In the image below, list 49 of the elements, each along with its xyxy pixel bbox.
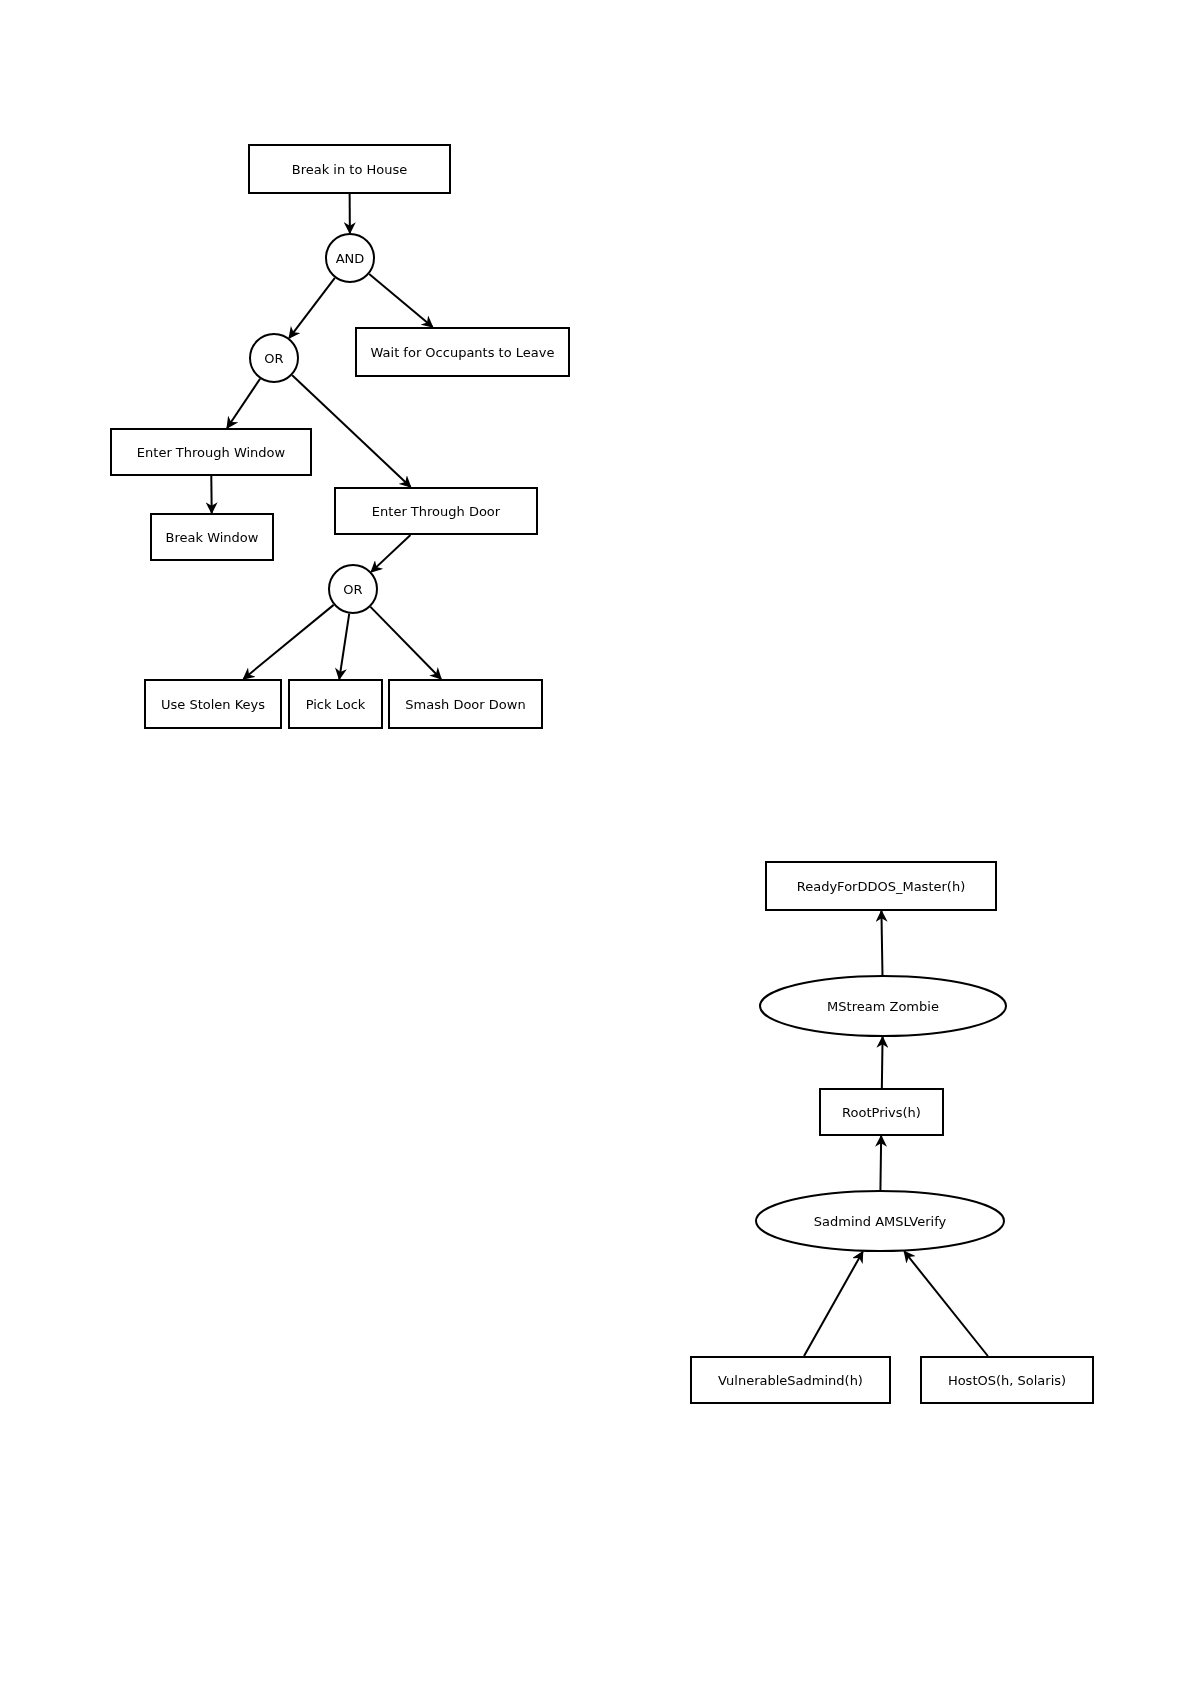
process-box <box>690 1356 891 1404</box>
node-label: RootPrivs(h) <box>842 1104 921 1120</box>
arrow <box>288 276 336 340</box>
arrow <box>903 1250 989 1357</box>
node-label: Pick Lock <box>305 696 366 712</box>
process-box <box>288 679 383 729</box>
process-box <box>765 861 997 911</box>
process-box <box>920 1356 1094 1404</box>
node-label: Enter Through Window <box>136 444 286 460</box>
gate-circle <box>249 333 299 383</box>
node-label: ReadyForDDOS_Master(h) <box>796 878 966 894</box>
node-label: Use Stolen Keys <box>160 696 265 712</box>
process-box <box>144 679 282 729</box>
arrow <box>876 1035 889 1089</box>
arrow <box>242 603 335 680</box>
process-box <box>355 327 570 377</box>
arrow <box>291 374 412 488</box>
gate-circle <box>328 564 378 614</box>
process-box <box>819 1088 944 1136</box>
process-box <box>110 428 312 476</box>
arrow <box>205 475 218 515</box>
node-label: HostOS(h, Solaris) <box>947 1372 1067 1388</box>
arrow <box>875 909 888 976</box>
node-label: Sadmind AMSLVerify <box>813 1213 947 1229</box>
arrow <box>875 1134 887 1191</box>
node-label: Enter Through Door <box>371 503 501 519</box>
process-box <box>248 144 451 194</box>
node-label: OR <box>343 581 363 597</box>
process-box <box>334 487 538 535</box>
node-label: Break in to House <box>291 161 408 177</box>
arrow <box>335 612 351 681</box>
arrow <box>368 273 434 328</box>
arrow <box>226 377 262 429</box>
arrow <box>343 193 356 235</box>
node-label: MStream Zombie <box>827 998 939 1014</box>
arrow <box>369 605 443 680</box>
attack-ellipse <box>755 1190 1005 1252</box>
node-label: Wait for Occupants to Leave <box>370 344 555 360</box>
arrow <box>803 1250 864 1357</box>
node-label: AND <box>335 250 365 266</box>
gate-circle <box>325 233 375 283</box>
attack-ellipse <box>759 975 1007 1037</box>
node-label: OR <box>264 350 284 366</box>
process-box <box>150 513 274 561</box>
node-label: Smash Door Down <box>405 696 526 712</box>
process-box <box>388 679 543 729</box>
node-label: Break Window <box>165 529 259 545</box>
node-label: VulnerableSadmind(h) <box>718 1372 863 1388</box>
arrow <box>370 534 412 573</box>
